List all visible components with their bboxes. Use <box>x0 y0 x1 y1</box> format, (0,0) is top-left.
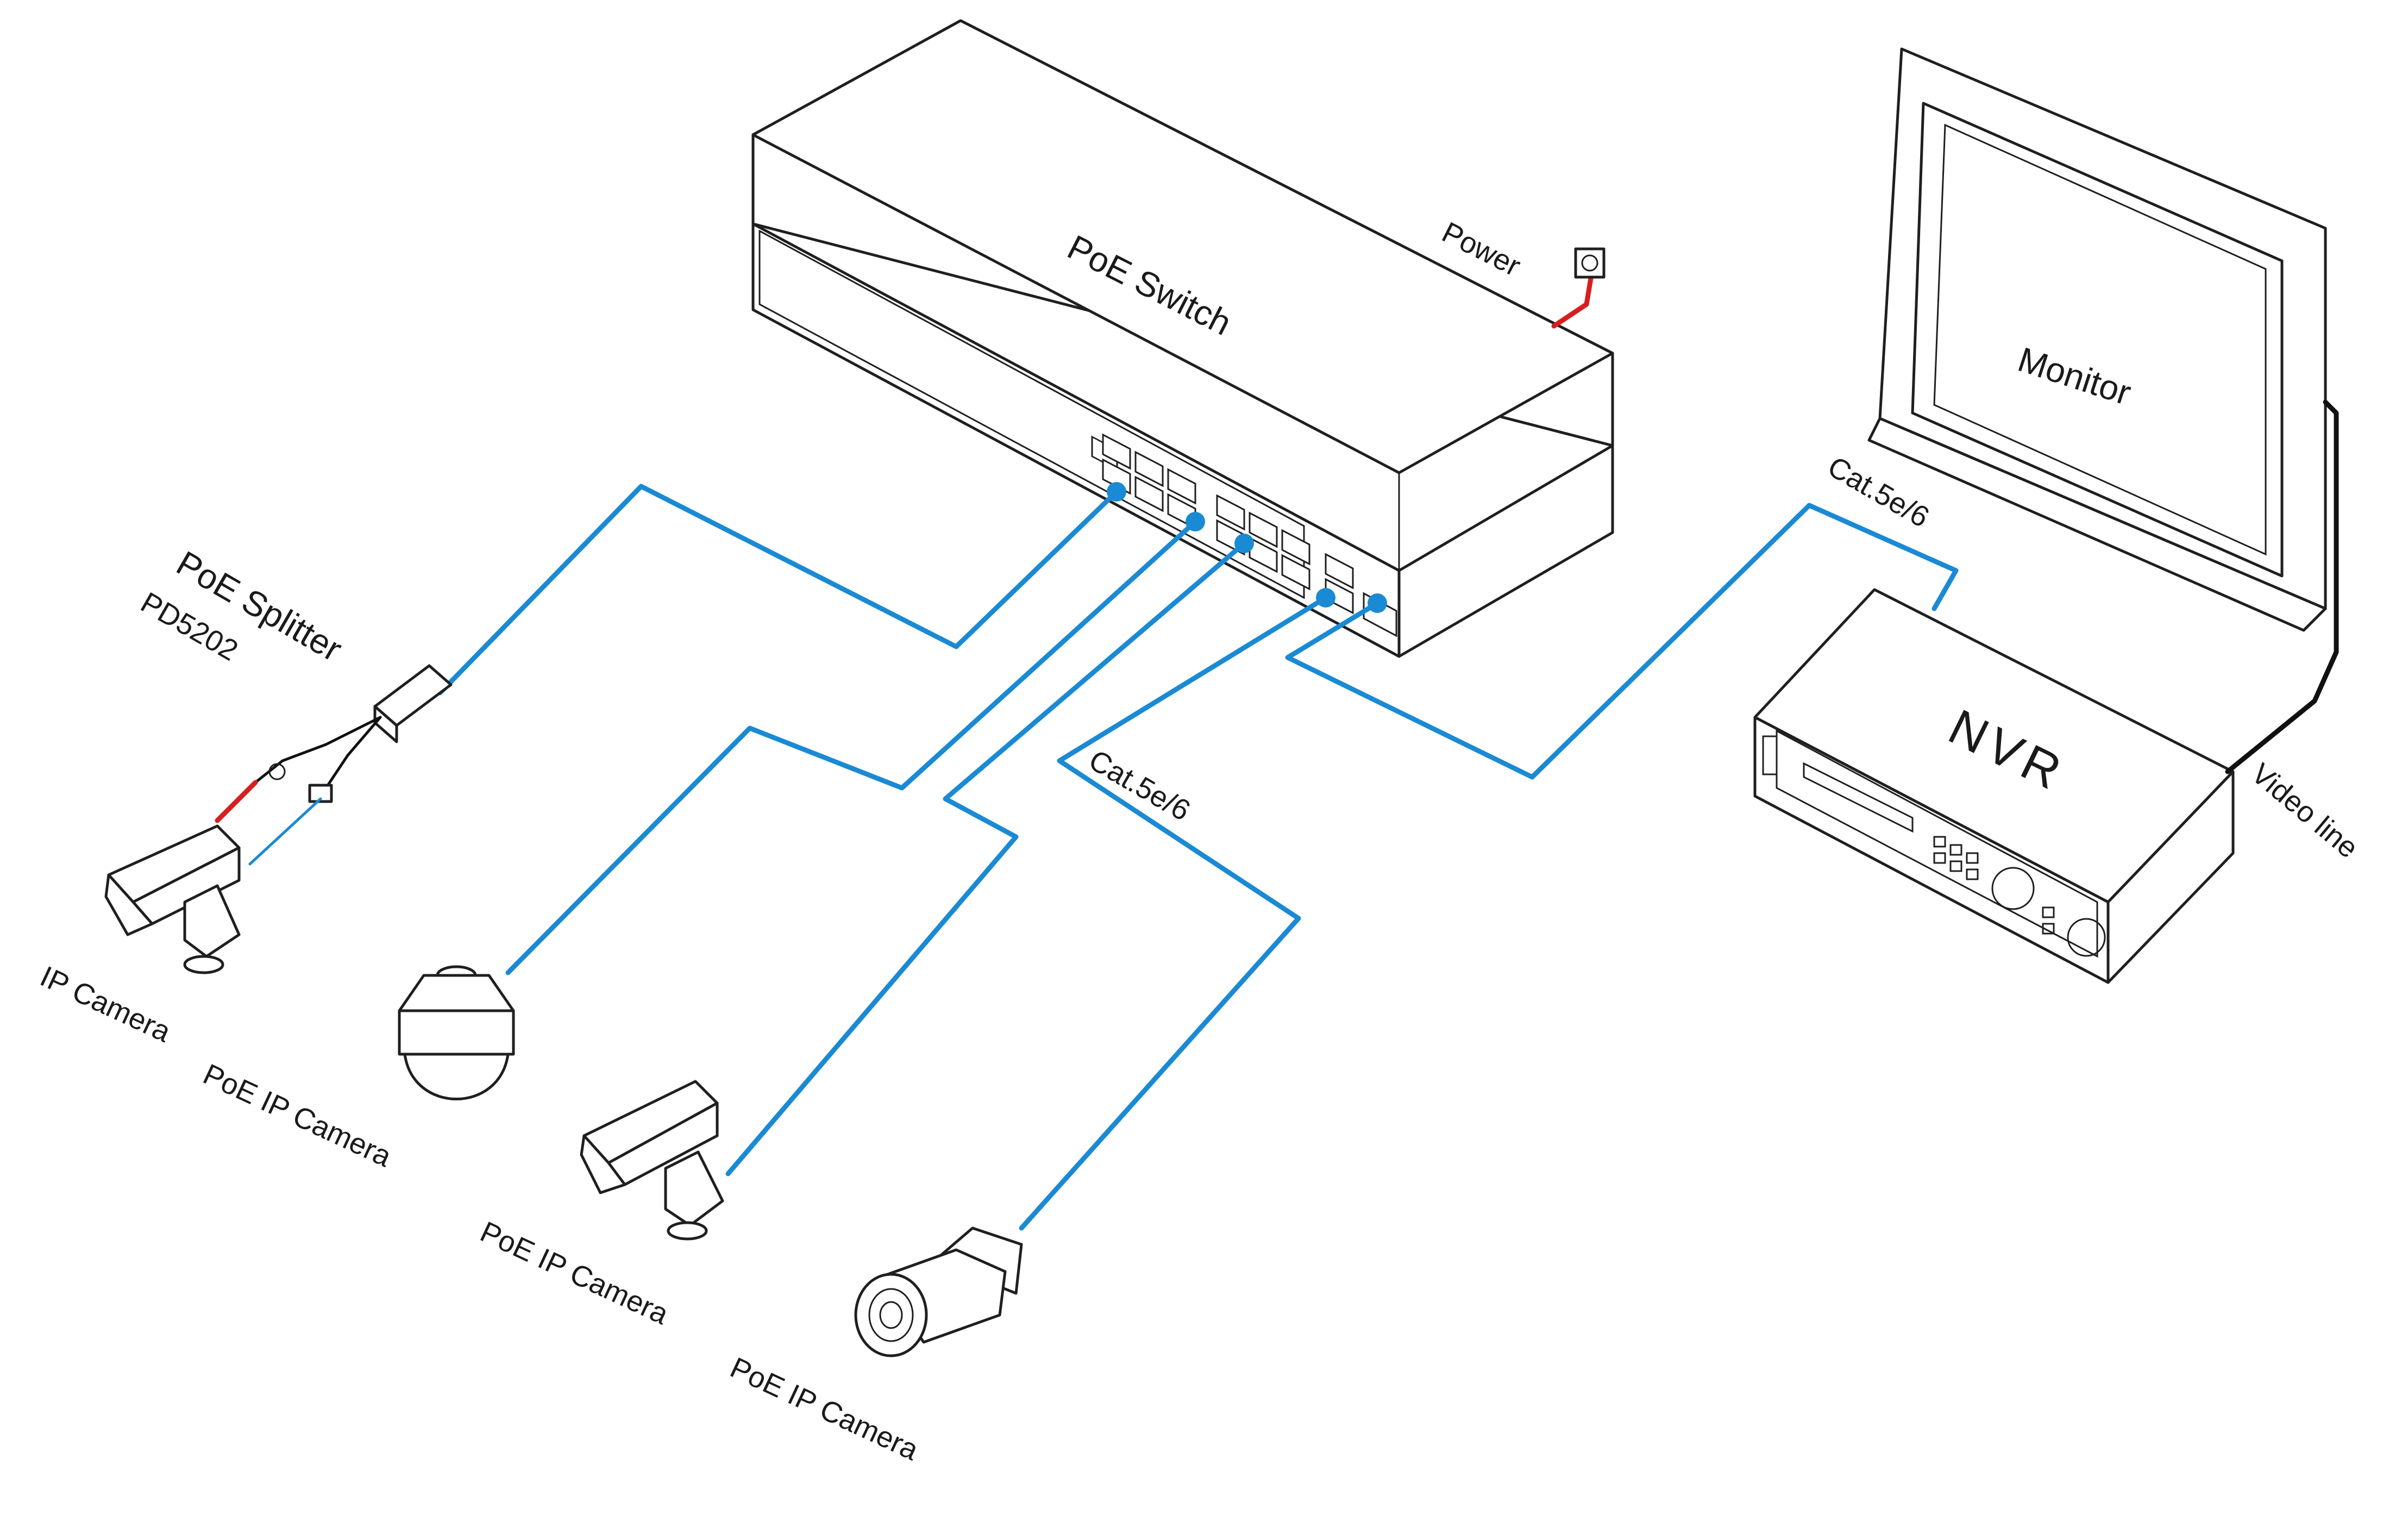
box-camera-label: PoE IP Camera <box>475 1215 674 1331</box>
poe-switch: PoE Switch <box>751 19 1614 658</box>
video-cable <box>2225 399 2339 774</box>
cable-to-box-cam <box>725 541 1247 1176</box>
dome-camera: PoE IP Camera <box>198 965 515 1173</box>
ip-camera-label: IP Camera <box>35 960 176 1048</box>
splitter-cable-black-2 <box>324 716 382 790</box>
dome-camera-label: PoE IP Camera <box>198 1057 397 1173</box>
splitter-cable-black <box>254 716 382 784</box>
video-line-label: Video line <box>2245 757 2365 865</box>
splitter-name-label: PoE Splitter <box>170 543 349 669</box>
monitor: Monitor <box>1867 47 2327 632</box>
cat-cables <box>437 484 1959 1231</box>
cable-endpoints <box>1107 482 1387 613</box>
cable-to-dome <box>505 519 1198 975</box>
cable-to-bullet <box>1019 595 1328 1231</box>
nvr: NVR <box>1753 588 2235 984</box>
cable-to-nvr <box>1285 503 1959 780</box>
ip-camera-power-cable <box>215 780 258 823</box>
bullet-camera: PoE IP Camera <box>725 1226 1023 1467</box>
ip-camera: IP Camera <box>35 824 241 1049</box>
cable-to-splitter <box>437 484 1119 696</box>
bullet-camera-label: PoE IP Camera <box>725 1351 924 1467</box>
nvr-buttons <box>1933 836 2055 935</box>
box-camera: PoE IP Camera <box>475 1080 724 1331</box>
ip-camera-data-cable <box>248 797 322 866</box>
poe-splitter: PoE Splitter PD5202 <box>135 543 453 803</box>
power-cable <box>1551 269 1595 329</box>
